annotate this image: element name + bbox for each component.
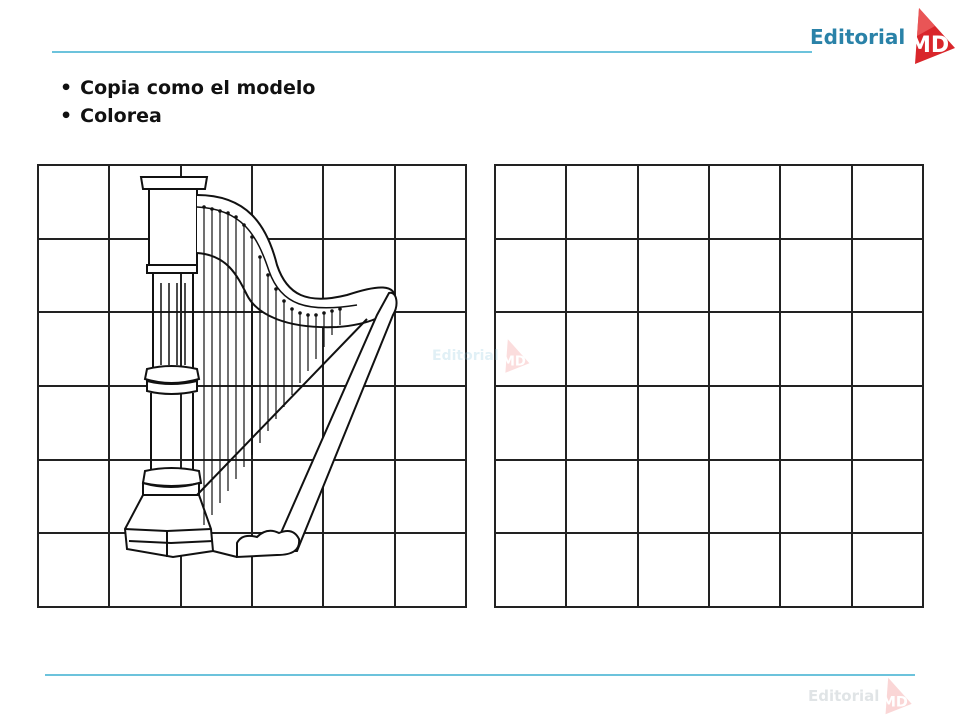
grid-cell [781, 460, 853, 535]
grid-cell [39, 239, 111, 314]
footer-md-icon: MD [882, 677, 913, 715]
grid-cell [39, 460, 111, 535]
grid-cell [638, 386, 710, 461]
footer-logo: Editorial MD [808, 676, 913, 716]
grid-cell [39, 313, 111, 387]
grid-cell [181, 460, 253, 535]
grid-cell [567, 460, 639, 535]
grid-cell [324, 386, 396, 461]
grid-cell [110, 313, 182, 387]
grid-cell [781, 166, 853, 240]
grid-cell [496, 460, 568, 535]
grid-cell [395, 386, 467, 461]
grid-cell [852, 386, 924, 461]
grid-cell [710, 534, 782, 608]
instruction-copy: Copia como el modelo [60, 74, 315, 102]
grid-cell [852, 239, 924, 314]
grid-cell [324, 239, 396, 314]
grid-cell [496, 534, 568, 608]
grid-cell [781, 534, 853, 608]
grid-cell [253, 386, 325, 461]
footer-rule [45, 674, 915, 676]
watermark-md-icon: MD [501, 339, 530, 373]
grid-cell [567, 239, 639, 314]
header-rule [52, 51, 812, 53]
grid-cell [110, 239, 182, 314]
grid-cell [638, 460, 710, 535]
model-grid [37, 164, 467, 608]
grid-cell [181, 313, 253, 387]
watermark-text: Editorial [432, 348, 499, 364]
grid-cell [39, 534, 111, 608]
svg-text:MD: MD [882, 694, 908, 710]
grid-cell [496, 313, 568, 387]
grid-cell [110, 534, 182, 608]
grid-cell [852, 460, 924, 535]
grid-cell [110, 460, 182, 535]
grid-cell [638, 534, 710, 608]
grid-cell [324, 166, 396, 240]
grid-cell [710, 166, 782, 240]
grid-cell [496, 166, 568, 240]
grid-cell [181, 239, 253, 314]
grid-cell [710, 239, 782, 314]
grid-cell [253, 534, 325, 608]
grid-cell [852, 313, 924, 387]
grid-cell [110, 386, 182, 461]
grid-cell [253, 166, 325, 240]
grid-cell [395, 313, 467, 387]
grid-cell [781, 313, 853, 387]
instructions-list: Copia como el modelo Colorea [60, 74, 315, 130]
brand-text: Editorial [810, 25, 906, 49]
grid-cell [567, 386, 639, 461]
grid-cell [39, 386, 111, 461]
grid-cell [39, 166, 111, 240]
copy-grid [494, 164, 924, 608]
svg-text:MD: MD [909, 33, 949, 58]
grid-cell [852, 166, 924, 240]
svg-text:MD: MD [501, 355, 525, 370]
grid-cell [181, 386, 253, 461]
grid-cell [852, 534, 924, 608]
grid-cell [567, 166, 639, 240]
grid-cell [395, 166, 467, 240]
grid-cell [638, 239, 710, 314]
grid-cell [567, 534, 639, 608]
grid-cell [395, 239, 467, 314]
grid-cell [253, 239, 325, 314]
grid-cell [567, 313, 639, 387]
grid-cell [324, 313, 396, 387]
footer-brand-text: Editorial [808, 687, 880, 705]
brand-logo: Editorial MD [810, 6, 957, 66]
grid-cell [324, 460, 396, 535]
grid-cell [395, 460, 467, 535]
instruction-color: Colorea [60, 102, 315, 130]
grid-cell [710, 313, 782, 387]
brand-md-icon: MD [905, 6, 957, 66]
center-watermark: Editorial MD [432, 338, 531, 374]
grid-cell [110, 166, 182, 240]
grid-cell [496, 239, 568, 314]
grid-cell [324, 534, 396, 608]
grid-cell [710, 386, 782, 461]
grid-cell [253, 460, 325, 535]
grid-cell [181, 534, 253, 608]
grid-cell [781, 239, 853, 314]
grid-cell [496, 386, 568, 461]
grid-cell [395, 534, 467, 608]
grid-cell [781, 386, 853, 461]
grid-cell [253, 313, 325, 387]
grid-cell [181, 166, 253, 240]
grid-cell [710, 460, 782, 535]
grid-cell [638, 313, 710, 387]
grid-cell [638, 166, 710, 240]
